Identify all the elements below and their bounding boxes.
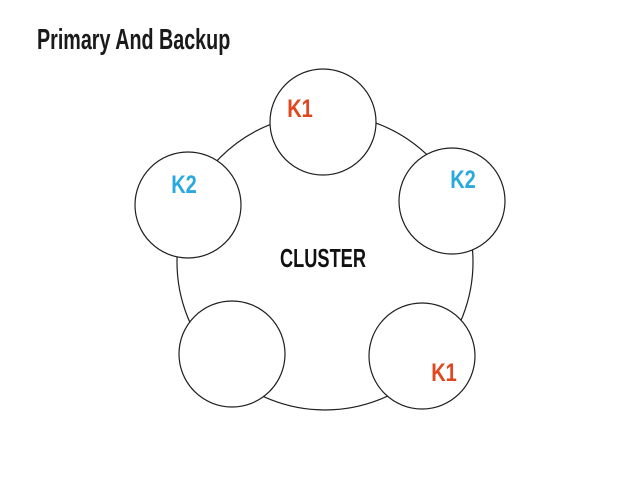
- node-right-label: K2: [450, 166, 476, 194]
- cluster-center-label: CLUSTER: [280, 244, 366, 273]
- node-left-circle: [134, 151, 242, 259]
- node-left-label: K2: [171, 171, 197, 199]
- node-right-circle: [398, 147, 506, 255]
- node-bottom-left-circle: [178, 300, 286, 408]
- node-top-circle: [269, 68, 377, 176]
- node-bottom-right-circle: [368, 302, 476, 410]
- node-top-label: K1: [287, 95, 313, 123]
- slide-title: Primary And Backup: [37, 24, 231, 56]
- node-bottom-right-label: K1: [431, 359, 457, 387]
